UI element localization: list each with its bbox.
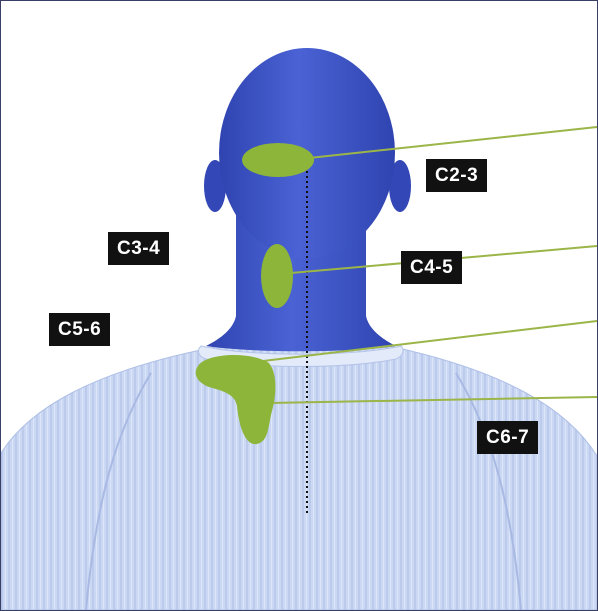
label-c4-5: C4-5 [401, 251, 462, 284]
pain-zone-c45 [261, 244, 293, 308]
pain-zone-c23 [242, 143, 314, 177]
label-c6-7: C6-7 [477, 421, 538, 454]
label-c3-4: C3-4 [108, 232, 169, 265]
label-c5-6: C5-6 [49, 313, 110, 346]
label-c2-3: C2-3 [426, 159, 487, 192]
